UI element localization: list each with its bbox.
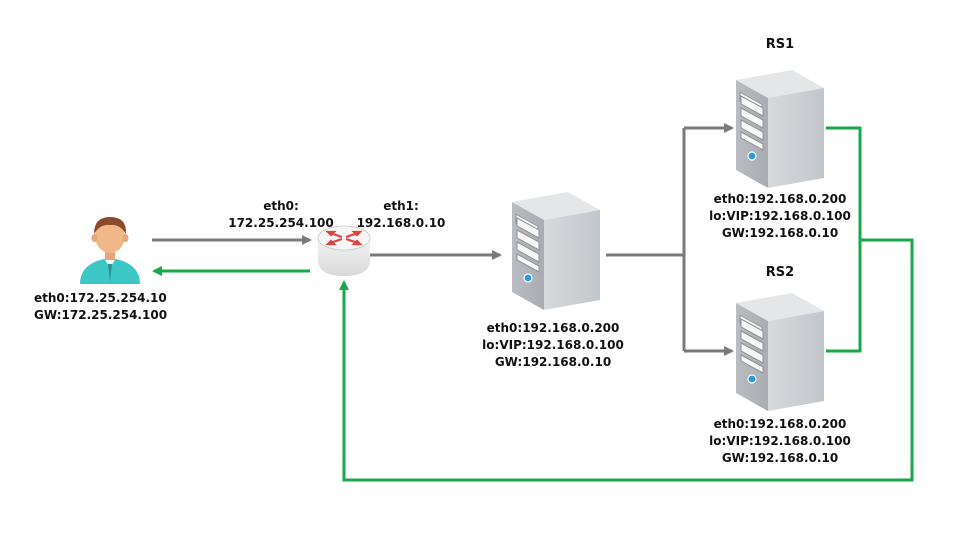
- client-eth0: eth0:172.25.254.10: [34, 291, 167, 305]
- response-arrow-to-router: [339, 238, 914, 482]
- rs1-eth0: eth0:192.168.0.200: [713, 192, 847, 206]
- router-icon: [317, 225, 371, 276]
- router-eth0-name: eth0:: [263, 199, 299, 213]
- rs2-lo: lo:VIP:192.168.0.100: [709, 434, 851, 448]
- user-icon: [80, 217, 140, 284]
- director-server-icon: [511, 191, 601, 311]
- director-lo: lo:VIP:192.168.0.100: [482, 338, 624, 352]
- router-eth0-label: eth0: 172.25.254.100: [226, 198, 336, 232]
- rs2-eth0: eth0:192.168.0.200: [713, 417, 847, 431]
- rs2-server-icon: [735, 292, 825, 412]
- rs1-label: eth0:192.168.0.200 lo:VIP:192.168.0.100 …: [705, 191, 855, 242]
- rs1-title: RS1: [765, 37, 795, 52]
- router-eth0-ip: 172.25.254.100: [228, 216, 334, 230]
- rs1-gw: GW:192.168.0.10: [721, 226, 839, 240]
- rs1-lo: lo:VIP:192.168.0.100: [709, 209, 851, 223]
- router-eth1-label: eth1: 192.168.0.10: [356, 198, 446, 232]
- router-eth1-ip: 192.168.0.10: [356, 216, 446, 230]
- rs2-gw: GW:192.168.0.10: [721, 451, 839, 465]
- router-eth1-name: eth1:: [383, 199, 419, 213]
- client-label: eth0:172.25.254.10 GW:172.25.254.100: [34, 290, 168, 324]
- rs1-server-icon: [735, 69, 825, 189]
- rs2-title: RS2: [765, 265, 795, 280]
- director-label: eth0:192.168.0.200 lo:VIP:192.168.0.100 …: [478, 320, 628, 371]
- rs2-label: eth0:192.168.0.200 lo:VIP:192.168.0.100 …: [705, 416, 855, 467]
- director-eth0: eth0:192.168.0.200: [486, 321, 620, 335]
- client-gw: GW:172.25.254.100: [34, 308, 168, 322]
- director-gw: GW:192.168.0.10: [494, 355, 612, 369]
